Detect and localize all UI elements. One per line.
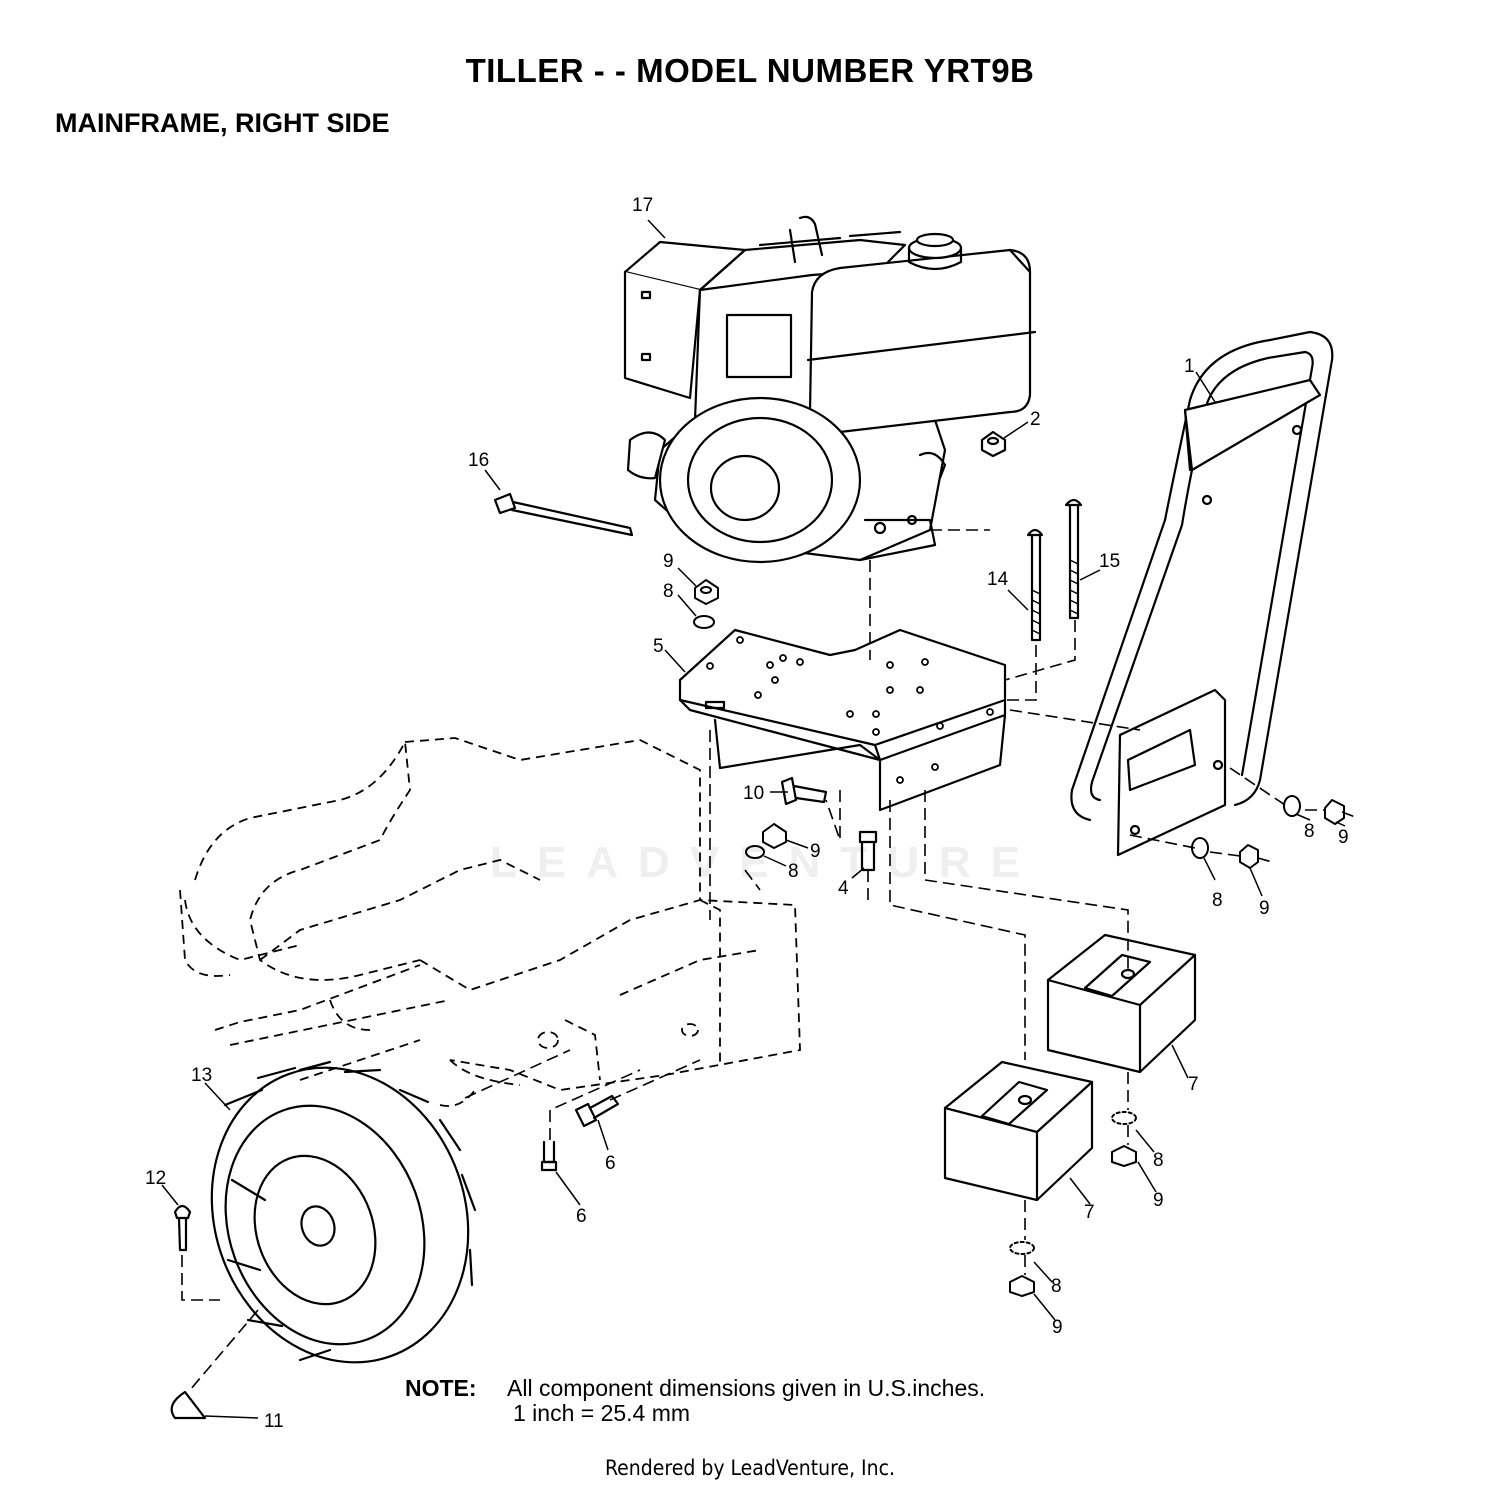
note-label: NOTE:: [405, 1375, 477, 1401]
callout-16: 16: [468, 450, 489, 471]
hairpin-clip-part: [170, 1390, 207, 1420]
callout-1: 1: [1184, 356, 1195, 377]
note-line-2: 1 inch = 25.4 mm: [513, 1400, 691, 1426]
mainframe-bracket-part: [678, 628, 1007, 812]
wheel-tire-part: [210, 1060, 477, 1364]
callout-9f: 9: [1052, 1317, 1063, 1338]
callout-6a: 6: [605, 1153, 616, 1174]
section-title: MAINFRAME, RIGHT SIDE: [55, 108, 390, 138]
callout-9c: 9: [1338, 827, 1349, 848]
callout-13: 13: [191, 1065, 212, 1086]
cable-tie-part: [493, 492, 634, 537]
callout-7b: 7: [1084, 1202, 1095, 1223]
callout-11: 11: [264, 1411, 284, 1432]
footer-credit: Rendered by LeadVenture, Inc.: [605, 1456, 895, 1480]
callout-2: 2: [1030, 409, 1041, 430]
callout-12: 12: [145, 1168, 166, 1189]
carriage-bolt-15-part: [1064, 498, 1083, 620]
callout-8b: 8: [788, 861, 799, 882]
callout-5: 5: [653, 636, 664, 657]
callout-8c: 8: [1304, 821, 1315, 842]
clevis-pin-part: [173, 1204, 192, 1252]
assembly-leader-lines: [181, 529, 1359, 1391]
callout-8d: 8: [1212, 890, 1223, 911]
bolt-4-part: [858, 830, 878, 872]
hardware-washers-nuts: [693, 579, 1345, 1297]
callout-labels: 17 1 2 16 9 8 14 15 5 10 9 8 4 8 9 8 9 7…: [145, 195, 1349, 1432]
wheel-weight-upper-part: [1046, 933, 1197, 1074]
callout-leader-lines: [161, 219, 1346, 1419]
nut-2-part: [980, 430, 1007, 458]
callout-8e: 8: [1153, 1150, 1164, 1171]
callout-10: 10: [743, 783, 764, 804]
bolt-10-part: [780, 776, 828, 806]
callout-9d: 9: [1259, 898, 1270, 919]
callout-9a: 9: [663, 551, 674, 572]
callout-15: 15: [1099, 551, 1120, 572]
wheel-weight-lower-part: [943, 1060, 1094, 1202]
callout-9e: 9: [1153, 1190, 1164, 1211]
engine-part: [623, 215, 1037, 564]
callout-17: 17: [632, 195, 653, 216]
page-title: TILLER - - MODEL NUMBER YRT9B: [465, 52, 1035, 89]
callout-4: 4: [838, 878, 849, 899]
callout-7a: 7: [1188, 1074, 1199, 1095]
carriage-bolt-14-part: [1026, 528, 1044, 642]
note-line-1: All component dimensions given in U.S.in…: [507, 1375, 986, 1401]
callout-14: 14: [987, 569, 1009, 590]
callout-8a: 8: [663, 581, 674, 602]
callout-6b: 6: [576, 1206, 587, 1227]
bolt-6a-part: [574, 1094, 620, 1128]
dimension-note: NOTE: All component dimensions given in U…: [405, 1376, 985, 1426]
tine-housing-phantom: [179, 737, 801, 1107]
front-bumper-part: [1070, 330, 1334, 857]
callout-8f: 8: [1051, 1276, 1062, 1297]
bolt-6b-part: [540, 1140, 558, 1172]
callout-9b: 9: [810, 841, 821, 862]
